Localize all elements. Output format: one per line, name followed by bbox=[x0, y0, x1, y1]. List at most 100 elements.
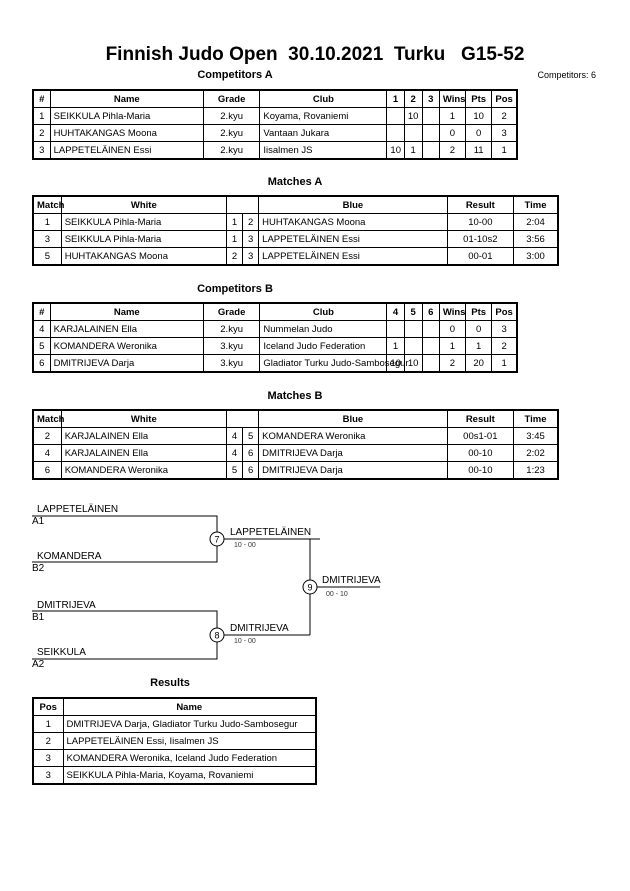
cell: Gladiator Turku Judo-Sambosegur bbox=[259, 354, 409, 373]
cell: DMITRIJEVA Darja bbox=[49, 354, 204, 373]
table-row: 3 SEIKKULA Pihla-Maria 1 3 LAPPETELÄINEN… bbox=[32, 230, 559, 248]
column-header: 2 bbox=[403, 89, 423, 108]
column-header: 4 bbox=[386, 302, 405, 321]
cell: SEIKKULA Pihla-Maria bbox=[60, 213, 227, 231]
cell: 4 bbox=[32, 444, 62, 462]
cell: 2:02 bbox=[513, 444, 559, 462]
column-header: Name bbox=[49, 89, 204, 108]
cell: 3.kyu bbox=[202, 354, 261, 373]
table-row: 1 SEIKKULA Pihla-Maria 1 2 HUHTAKANGAS M… bbox=[32, 213, 559, 231]
entrant-slot: A2 bbox=[32, 659, 45, 670]
cell: 2.kyu bbox=[202, 141, 261, 160]
match-marker-7: 7 bbox=[209, 531, 225, 547]
entrant-name: LAPPETELÄINEN bbox=[37, 504, 119, 515]
table-header-row: Match White Blue Result Time bbox=[32, 409, 559, 428]
table-row: 2 LAPPETELÄINEN Essi, Iisalmen JS bbox=[32, 732, 317, 750]
cell: 3:56 bbox=[513, 230, 559, 248]
cell: 20 bbox=[465, 354, 493, 373]
cell: 2 bbox=[242, 213, 260, 231]
cell: 2 bbox=[32, 124, 51, 142]
results-table: Pos Name 1 DMITRIJEVA Darja, Gladiator T… bbox=[32, 697, 317, 785]
cell: DMITRIJEVA Darja bbox=[258, 461, 448, 480]
cell: SEIKKULA Pihla-Maria, Koyama, Rovaniemi bbox=[62, 766, 317, 785]
cell: 10 bbox=[386, 141, 405, 160]
table-row: 5 HUHTAKANGAS Moona 2 3 LAPPETELÄINEN Es… bbox=[32, 247, 559, 266]
cell: 3:45 bbox=[513, 427, 559, 445]
cell: 1 bbox=[32, 715, 64, 733]
competitors-b-heading: Competitors B bbox=[197, 283, 273, 295]
cell: 2.kyu bbox=[202, 124, 261, 142]
cell: LAPPETELÄINEN Essi bbox=[49, 141, 204, 160]
cell: 5 bbox=[32, 247, 62, 266]
cell: 11 bbox=[465, 141, 493, 160]
matches-a-table: Match White Blue Result Time 1 SEIKKULA … bbox=[32, 195, 559, 266]
competitors-count: Competitors: 6 bbox=[537, 70, 596, 80]
cell: 6 bbox=[242, 444, 260, 462]
cell: 1 bbox=[491, 141, 518, 160]
cell: 0 bbox=[465, 124, 493, 142]
cell: KOMANDERA Weronika bbox=[258, 427, 448, 445]
entrant-name: SEIKKULA bbox=[37, 647, 86, 658]
cell: 0 bbox=[465, 320, 493, 338]
cell: KARJALAINEN Ella bbox=[60, 427, 227, 445]
cell: SEIKKULA Pihla-Maria bbox=[49, 107, 204, 125]
final-score: 00 - 10 bbox=[326, 591, 348, 598]
cell bbox=[421, 337, 440, 355]
cell: 2 bbox=[32, 427, 62, 445]
cell: 1 bbox=[32, 107, 51, 125]
cell: 4 bbox=[225, 444, 244, 462]
table-row: 5 KOMANDERA Weronika 3.kyu Iceland Judo … bbox=[32, 337, 518, 355]
match-marker-9: 9 bbox=[302, 579, 318, 595]
column-header: # bbox=[32, 89, 51, 108]
cell: 3 bbox=[32, 141, 51, 160]
entrant-name: DMITRIJEVA bbox=[37, 600, 96, 611]
column-header: Blue bbox=[258, 195, 448, 214]
semi2-score: 10 - 00 bbox=[234, 638, 256, 645]
cell: 2 bbox=[438, 354, 467, 373]
cell: HUHTAKANGAS Moona bbox=[60, 247, 227, 266]
cell bbox=[386, 107, 405, 125]
column-header: Club bbox=[259, 89, 388, 108]
column-header: Club bbox=[259, 302, 388, 321]
table-row: 3 SEIKKULA Pihla-Maria, Koyama, Rovaniem… bbox=[32, 766, 317, 785]
matches-a-heading: Matches A bbox=[267, 176, 323, 188]
cell: 00-10 bbox=[446, 461, 515, 480]
cell: 1:23 bbox=[513, 461, 559, 480]
entrant-slot: A1 bbox=[32, 516, 45, 527]
column-header: Blue bbox=[258, 409, 448, 428]
cell: 4 bbox=[225, 427, 244, 445]
cell: 0 bbox=[438, 124, 467, 142]
table-row: 1 SEIKKULA Pihla-Maria 2.kyu Koyama, Rov… bbox=[32, 107, 518, 125]
cell: 10 bbox=[403, 107, 423, 125]
cell: 3:00 bbox=[513, 247, 559, 266]
cell: Iceland Judo Federation bbox=[259, 337, 388, 355]
cell: 2 bbox=[225, 247, 244, 266]
column-header: Wins bbox=[438, 302, 467, 321]
matches-b-heading: Matches B bbox=[267, 390, 323, 402]
cell: 2.kyu bbox=[202, 320, 261, 338]
cell: 10-00 bbox=[446, 213, 515, 231]
cell: 6 bbox=[32, 354, 51, 373]
cell: 2 bbox=[438, 141, 467, 160]
column-header: White bbox=[60, 195, 227, 214]
cell: HUHTAKANGAS Moona bbox=[258, 213, 448, 231]
cell: 5 bbox=[32, 337, 51, 355]
semi2-winner: DMITRIJEVA bbox=[230, 623, 289, 634]
cell bbox=[421, 107, 440, 125]
cell: LAPPETELÄINEN Essi bbox=[258, 230, 448, 248]
cell: 6 bbox=[242, 461, 260, 480]
cell: 6 bbox=[32, 461, 62, 480]
column-header: Name bbox=[49, 302, 204, 321]
column-header: Name bbox=[62, 697, 317, 716]
cell: 1 bbox=[438, 107, 467, 125]
cell bbox=[403, 337, 423, 355]
cell: 2 bbox=[32, 732, 64, 750]
results-heading: Results bbox=[150, 677, 190, 689]
cell: 2.kyu bbox=[202, 107, 261, 125]
cell: 10 bbox=[386, 354, 405, 373]
cell: 4 bbox=[32, 320, 51, 338]
cell: KARJALAINEN Ella bbox=[49, 320, 204, 338]
semi1-winner: LAPPETELÄINEN bbox=[230, 527, 312, 538]
cell: 0 bbox=[438, 320, 467, 338]
column-header: Pts bbox=[465, 89, 493, 108]
